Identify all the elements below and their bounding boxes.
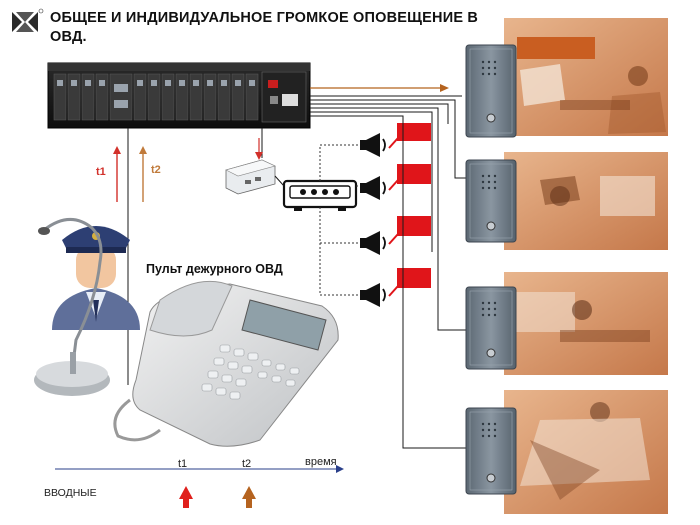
red-flag: [397, 268, 431, 288]
red-flag: [397, 123, 431, 141]
highlight-box: [517, 37, 595, 59]
office-photo-3: [504, 272, 668, 375]
console-label: Пульт дежурного ОВД: [146, 262, 283, 276]
office-photo-4: [504, 390, 668, 514]
signal-label-t2: t2: [151, 164, 161, 176]
office-photo-1: [504, 18, 668, 136]
intercom-panel-icon: [465, 44, 517, 138]
loudspeaker-icon: [360, 176, 386, 200]
rack-unit: [47, 62, 311, 129]
loudspeaker-icon: [360, 283, 386, 307]
timeline-start-label: ВВОДНЫЕ: [44, 487, 97, 499]
power-adapter-icon: [225, 159, 276, 195]
loudspeaker-group: [360, 123, 431, 307]
timeline-marker-label-t1: t1: [178, 458, 188, 470]
timeline-axis-label: время: [305, 456, 337, 468]
company-logo-icon: [8, 8, 44, 38]
microphone-icon: [34, 218, 110, 396]
loudspeaker-icon: [360, 133, 386, 157]
intercom-panel-icon: [465, 159, 517, 243]
signal-label-t1: t1: [96, 166, 106, 178]
police-officer-icon: [52, 226, 140, 330]
timeline-marker-label-t2: t2: [242, 458, 252, 470]
red-flag: [397, 216, 431, 236]
desk-phone-icon: [113, 280, 339, 447]
amplifier-icon: [282, 179, 358, 211]
loudspeaker-icon: [360, 231, 386, 255]
intercom-panel-icon: [465, 286, 517, 370]
page-title: ОБЩЕЕ И ИНДИВИДУАЛЬНОЕ ГРОМКОЕ ОПОВЕЩЕНИ…: [50, 10, 479, 45]
red-flag: [397, 164, 431, 184]
intercom-panel-icon: [465, 407, 517, 495]
t2-marker-arrow: [242, 486, 256, 508]
t1-marker-arrow: [179, 486, 193, 508]
office-photo-2: [504, 152, 668, 250]
